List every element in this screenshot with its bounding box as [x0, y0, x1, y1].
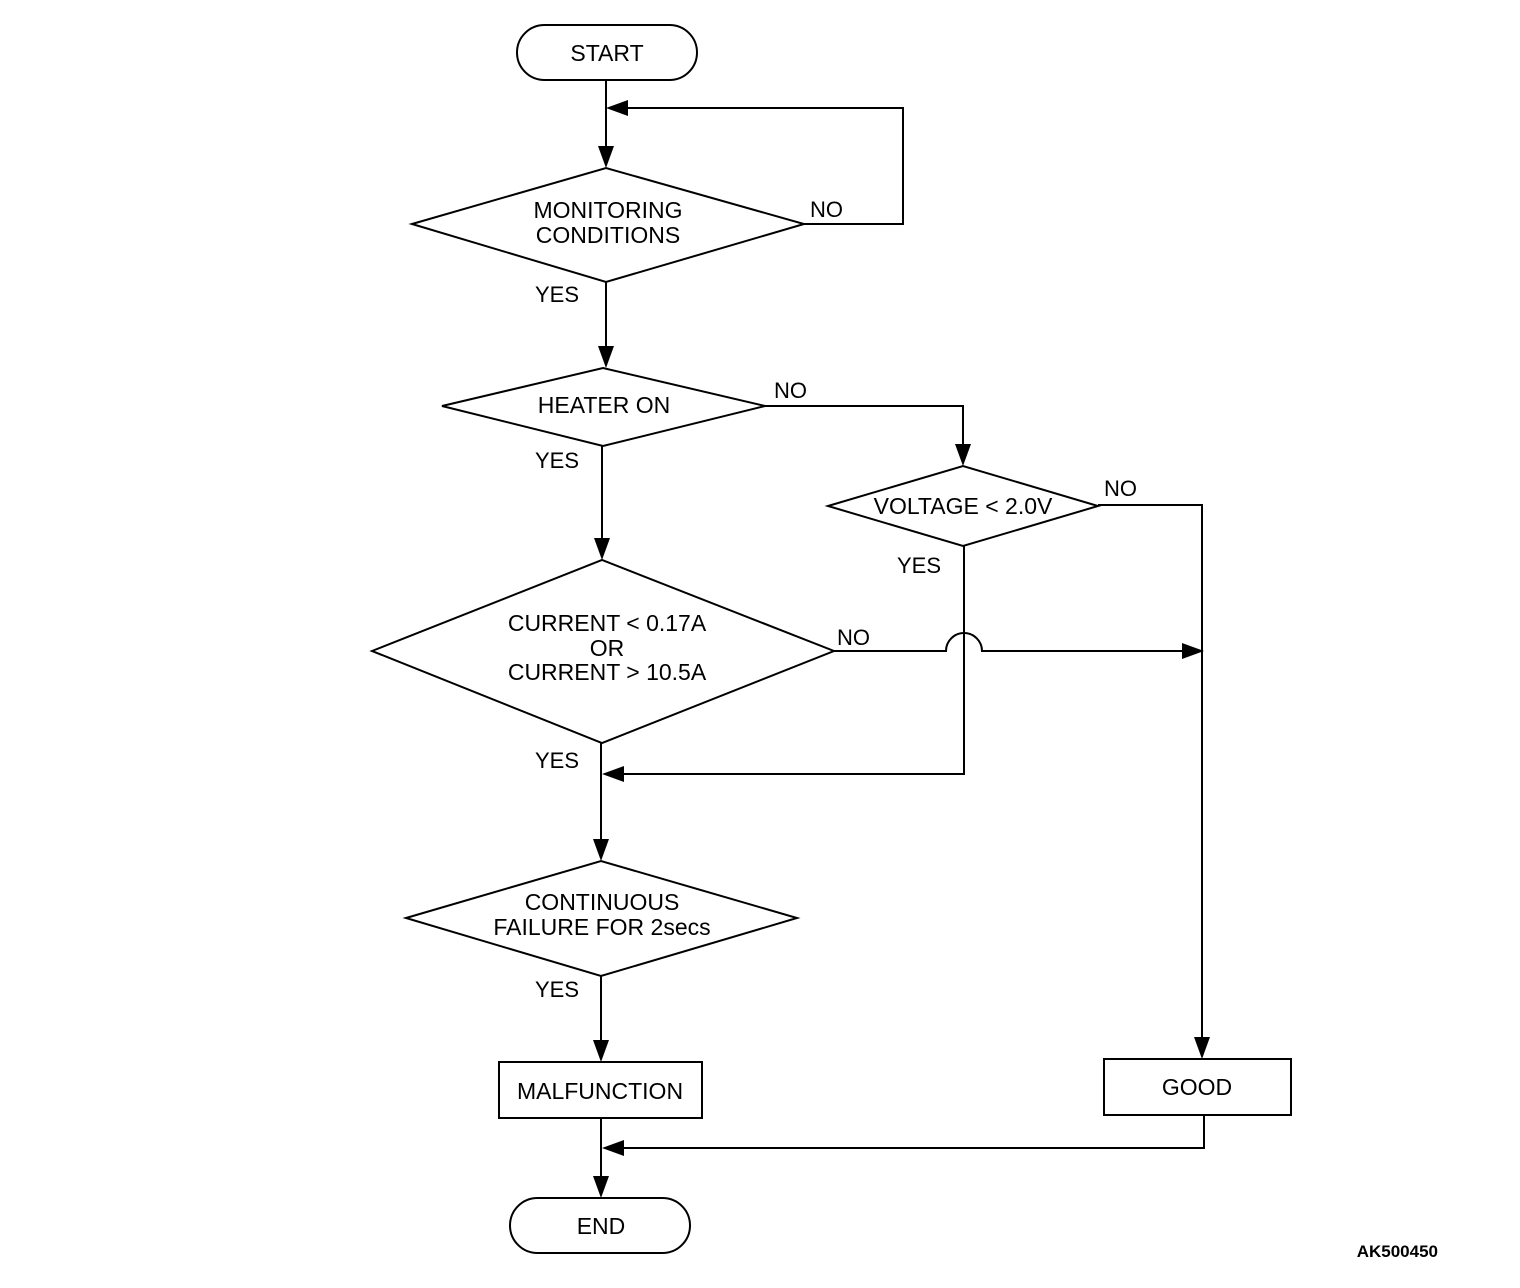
voltage-decision: VOLTAGE < 2.0V — [824, 464, 1102, 548]
arrowhead-down — [593, 1176, 609, 1198]
monitoring-label-line2: CONDITIONS — [536, 222, 680, 248]
good-box: GOOD — [1103, 1058, 1292, 1116]
connector-voltage-good — [1098, 504, 1203, 1043]
connector-voltage-yes-merge — [622, 546, 965, 775]
continuous-failure-decision: CONTINUOUS FAILURE FOR 2secs — [402, 859, 801, 978]
current-label-line3: CURRENT > 10.5A — [508, 659, 707, 685]
heater-yes-label: YES — [535, 448, 579, 473]
connectors — [600, 80, 1205, 1182]
malfunction-box: MALFUNCTION — [498, 1061, 703, 1119]
voltage-yes-label: YES — [897, 553, 941, 578]
end-terminal: END — [509, 1197, 691, 1254]
connector-heater-voltage — [765, 405, 964, 450]
connector-good-end — [620, 1115, 1205, 1149]
arrowhead-down — [593, 839, 609, 861]
continuous-label-line1: CONTINUOUS — [525, 889, 680, 915]
arrowhead-down — [594, 538, 610, 560]
heater-label: HEATER ON — [538, 392, 670, 418]
arrowhead-down — [598, 146, 614, 168]
monitoring-label-line1: MONITORING — [533, 197, 682, 223]
voltage-label: VOLTAGE < 2.0V — [874, 493, 1053, 519]
arrowhead-down — [1194, 1037, 1210, 1059]
current-label-line1: CURRENT < 0.17A — [508, 610, 707, 636]
monitoring-conditions-decision: MONITORING CONDITIONS — [408, 166, 808, 284]
arrowheads — [593, 100, 1210, 1198]
arrowhead-right — [1182, 643, 1204, 659]
arrowhead-left — [602, 1140, 624, 1156]
connector-current-no — [834, 632, 1184, 652]
arrowhead-left — [602, 766, 624, 782]
heater-no-label: NO — [774, 378, 807, 403]
current-no-label: NO — [837, 625, 870, 650]
continuous-label-line2: FAILURE FOR 2secs — [493, 914, 710, 940]
current-label-line2: OR — [590, 635, 625, 661]
good-label: GOOD — [1162, 1074, 1232, 1100]
malfunction-label: MALFUNCTION — [517, 1078, 683, 1104]
figure-code: AK500450 — [1357, 1242, 1438, 1261]
current-yes-label: YES — [535, 748, 579, 773]
arrowhead-down — [593, 1040, 609, 1062]
heater-on-decision: HEATER ON — [441, 366, 766, 448]
voltage-no-label: NO — [1104, 476, 1137, 501]
monitoring-no-label: NO — [810, 197, 843, 222]
arrowhead-down — [955, 444, 971, 466]
start-label: START — [570, 40, 643, 66]
current-decision: CURRENT < 0.17A OR CURRENT > 10.5A — [369, 558, 837, 745]
connector-monitoring-no-loop — [620, 107, 904, 225]
continuous-yes-label: YES — [535, 977, 579, 1002]
arrowhead-left — [606, 100, 628, 116]
edge-labels: NO YES NO YES NO YES NO YES YES — [535, 197, 1137, 1002]
monitoring-yes-label: YES — [535, 282, 579, 307]
start-terminal: START — [516, 24, 698, 81]
arrowhead-down — [598, 346, 614, 368]
end-label: END — [577, 1213, 626, 1239]
